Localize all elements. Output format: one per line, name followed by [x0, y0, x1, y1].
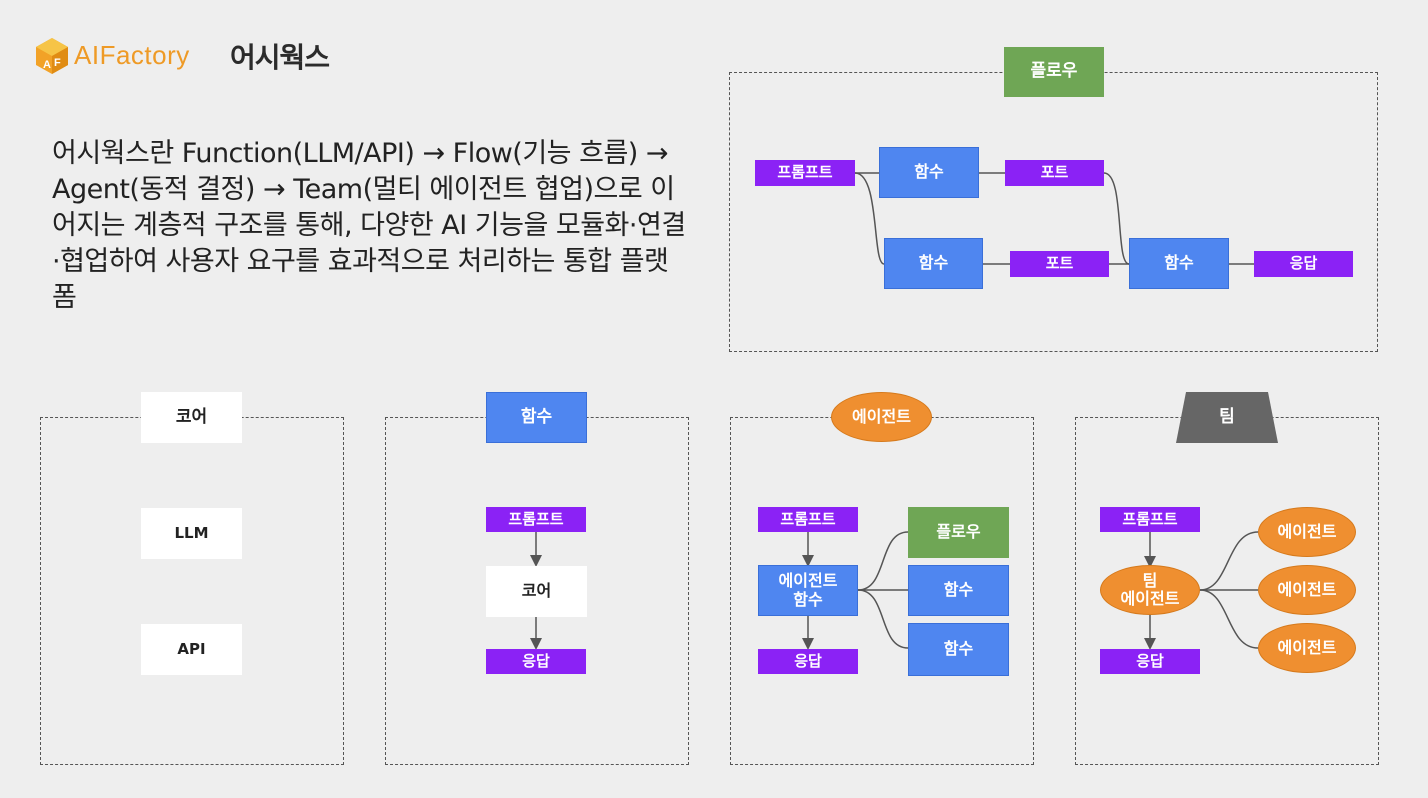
function-prompt-node: 프롬프트	[486, 507, 586, 532]
agent-flow-node: 플로우	[908, 507, 1009, 558]
agent-function-node: 에이전트 함수	[758, 565, 858, 616]
brand-korean: 어시웍스	[230, 41, 330, 74]
core-panel-title: 코어	[141, 392, 242, 443]
aifactory-logo: A F AIFactory	[34, 36, 204, 76]
agent-prompt-node: 프롬프트	[758, 507, 858, 532]
core-api-node: API	[141, 624, 242, 675]
flow-port-node-a: 포트	[1005, 160, 1104, 186]
flow-function-node-c: 함수	[1129, 238, 1229, 289]
team-member-agent-2: 에이전트	[1258, 565, 1356, 615]
team-panel-title: 팀	[1219, 406, 1235, 427]
team-agent-node: 팀 에이전트	[1100, 565, 1200, 615]
function-core-node: 코어	[486, 566, 587, 617]
flow-function-node-b: 함수	[884, 238, 983, 289]
agent-tool-function-node-2: 함수	[908, 623, 1009, 676]
intro-paragraph: 어시웍스란 Function(LLM/API) → Flow(기능 흐름) → …	[52, 138, 686, 313]
team-member-agent-3: 에이전트	[1258, 623, 1356, 673]
team-member-agent-1: 에이전트	[1258, 507, 1356, 557]
core-llm-node: LLM	[141, 508, 242, 559]
logo-text: AIFactory	[74, 40, 190, 70]
agent-tool-function-node-1: 함수	[908, 565, 1009, 616]
function-panel-title: 함수	[486, 392, 587, 443]
team-prompt-node: 프롬프트	[1100, 507, 1200, 532]
svg-text:F: F	[54, 57, 61, 69]
svg-text:A: A	[43, 59, 51, 71]
agent-panel-title: 에이전트	[831, 392, 932, 442]
function-response-node: 응답	[486, 649, 586, 674]
flow-panel-title: 플로우	[1004, 47, 1104, 97]
aifactory-logo-icon: A F	[36, 38, 68, 74]
team-response-node: 응답	[1100, 649, 1200, 674]
flow-port-node-b: 포트	[1010, 251, 1109, 277]
flow-response-node: 응답	[1254, 251, 1353, 277]
flow-prompt-node: 프롬프트	[755, 160, 855, 186]
agent-response-node: 응답	[758, 649, 858, 674]
flow-function-node-a: 함수	[879, 147, 979, 198]
